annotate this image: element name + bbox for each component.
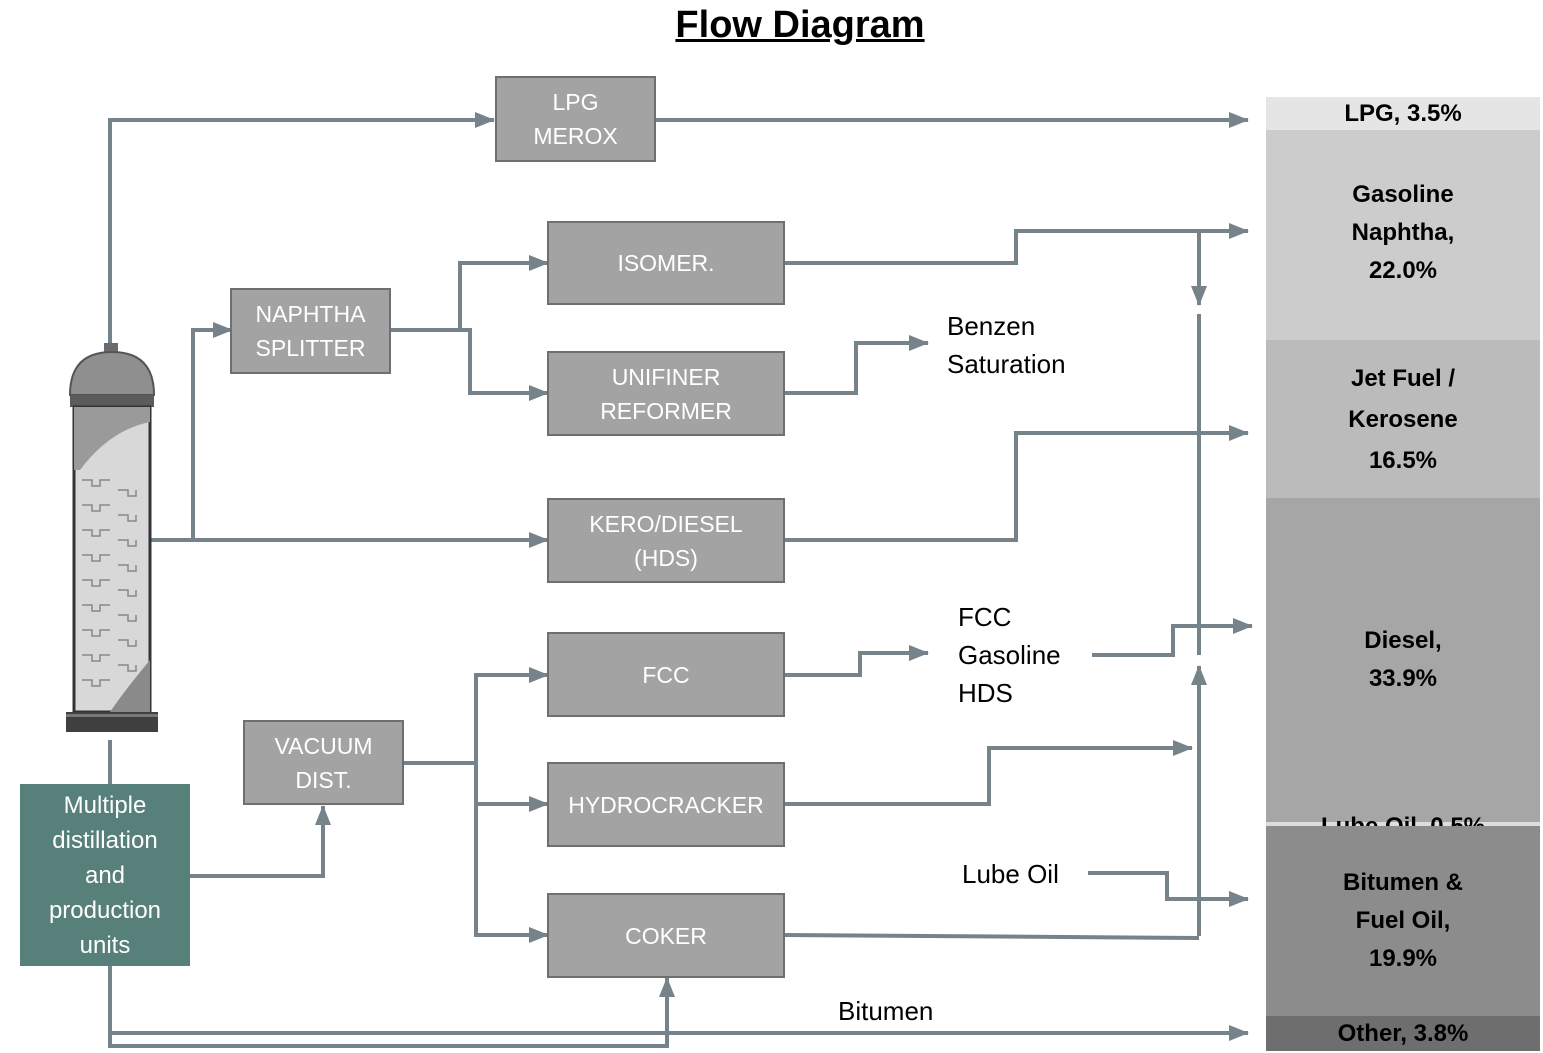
product-segment-diesel: Diesel, 33.9% [1266, 498, 1540, 822]
label-fcc-gasoline-hds: FCC Gasoline HDS [958, 602, 1061, 708]
arrow-to-coker [474, 804, 549, 943]
label-lube-oil: Lube Oil [962, 859, 1059, 889]
product-segment-lpg: LPG, 3.5% [1266, 97, 1540, 130]
arrow-column-to-lpg-merox [108, 112, 495, 345]
unit-unifiner-reformer: UNIFINER REFORMER [547, 351, 785, 436]
unit-isomer: ISOMER. [547, 221, 785, 305]
page-title: Flow Diagram [675, 4, 925, 46]
label-benzen-saturation: Benzen Saturation [947, 311, 1066, 379]
arrow-to-fcc [474, 667, 549, 763]
arrow-unifiner-to-benzen [784, 335, 929, 395]
arrow-isomer-to-gasoline [784, 223, 1249, 265]
arrow-source-to-coker [108, 977, 675, 1048]
product-segment-gasoline-naphtha: Gasoline Naphtha, 22.0% [1266, 130, 1540, 340]
label-bitumen: Bitumen [838, 996, 934, 1026]
arrow-source-to-vacuum [190, 805, 331, 878]
unit-coker: COKER [547, 893, 785, 978]
arrow-to-unifiner [460, 328, 549, 401]
product-segment-lube-oil [1266, 822, 1540, 826]
product-segment-other: Other, 3.8% [1266, 1016, 1540, 1051]
arrow-hds-to-diesel [1092, 618, 1253, 657]
unit-naphtha-splitter: NAPHTHA SPLITTER [230, 288, 391, 374]
arrow-coker-to-collector [783, 933, 1200, 940]
unit-fcc: FCC [547, 632, 785, 717]
arrow-to-naphtha-splitter [191, 322, 233, 540]
arrow-to-isomer [458, 255, 549, 330]
unit-lpg-merox: LPG MEROX [495, 76, 656, 162]
arrow-lube-oil [1088, 871, 1249, 907]
source-multiple-distillation-units: Multiple distillation and production uni… [20, 784, 190, 966]
arrow-kero-to-jetfuel [784, 425, 1249, 542]
product-segment-jet-fuel-kerosene: Jet Fuel / Kerosene 16.5% [1266, 340, 1540, 498]
arrow-hydrocracker-to-collector [784, 740, 1193, 806]
unit-kero-diesel-hds: KERO/DIESEL (HDS) [547, 498, 785, 583]
distillation-column-icon [66, 343, 158, 732]
unit-hydrocracker: HYDROCRACKER [547, 762, 785, 847]
arrow-to-hydrocracker [474, 763, 549, 812]
arrow-fcc-to-hds [784, 645, 929, 677]
product-segment-bitumen-fuel-oil: Bitumen & Fuel Oil, 19.9% [1266, 826, 1540, 1016]
unit-vacuum-dist: VACUUM DIST. [243, 720, 404, 805]
